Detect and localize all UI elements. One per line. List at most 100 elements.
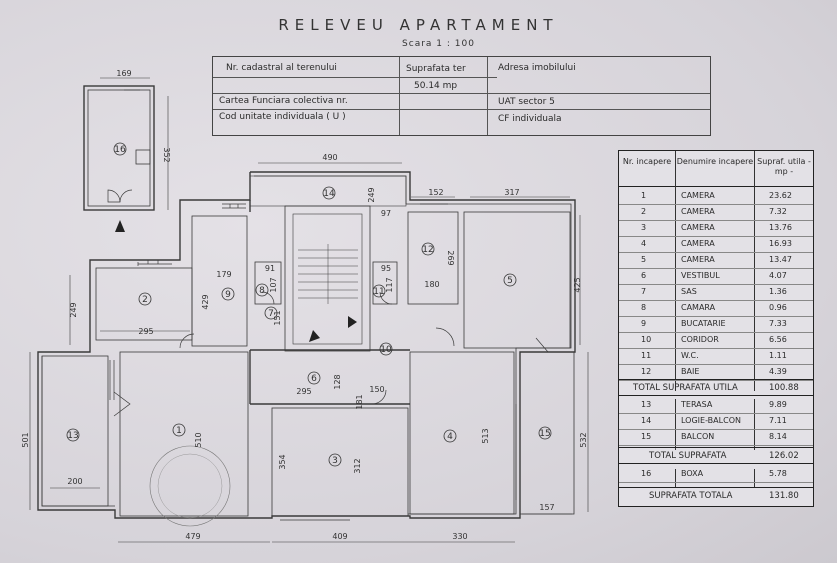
room-9-number: 9	[225, 290, 231, 300]
legend-cell-name: CAMERA	[681, 239, 715, 248]
room-11-number: 11	[373, 287, 384, 297]
room-12-number: 12	[422, 245, 433, 255]
legend-total-row: TOTAL SUPRAFATA 126.02	[619, 447, 813, 464]
dim-text: 269	[446, 250, 455, 265]
room-4-number: 4	[447, 432, 453, 442]
legend-cell-area: 1.36	[769, 287, 787, 296]
dim-text: 107	[269, 277, 278, 292]
unit-code-label: Cod unitate individuala ( U )	[219, 112, 346, 122]
legend-cell-name: BALCON	[681, 432, 715, 441]
room-6-number: 6	[311, 374, 317, 384]
room-16-outline	[83, 85, 155, 211]
legend-cell-area: 7.32	[769, 207, 787, 216]
legend-cell-nr: 6	[641, 271, 647, 280]
legend-cell-area: 13.76	[769, 223, 792, 232]
legend-cell-name: CAMERA	[681, 191, 715, 200]
dim-text: 317	[504, 188, 519, 197]
stair-arrow-icon	[348, 316, 357, 328]
legend-cell-nr: 1	[641, 191, 647, 200]
grand-total-label: SUPRAFATA TOTALA	[649, 491, 733, 501]
dim-text: 95	[381, 264, 391, 273]
dim-text: 91	[265, 264, 275, 273]
legend-cell-name: CAMARA	[681, 303, 716, 312]
legend-header-nr: Nr. incapere	[619, 151, 675, 187]
legend-cell-nr: 8	[641, 303, 647, 312]
total-label: TOTAL SUPRAFATA	[649, 451, 727, 461]
legend-cell-nr: 5	[641, 255, 647, 264]
legend-cell-area: 4.07	[769, 271, 787, 280]
plan-title: RELEVEU APARTAMENT	[278, 16, 559, 34]
legend-cell-name: CAMERA	[681, 255, 715, 264]
legend-cell-name: CAMERA	[681, 207, 715, 216]
legend-cell-nr: 11	[641, 351, 652, 360]
dim-text: 295	[296, 387, 311, 396]
dim-text: 312	[353, 458, 362, 473]
dim-text: 117	[385, 277, 394, 292]
legend-cell-area: 13.47	[769, 255, 792, 264]
dim-text: 181	[355, 394, 364, 409]
legend-cell-nr: 7	[641, 287, 647, 296]
dim-text: 409	[332, 532, 347, 541]
dim-text: 510	[194, 432, 203, 447]
dim-text: 532	[579, 432, 588, 447]
uat-label: UAT sector 5	[498, 97, 555, 107]
room-15-number: 15	[539, 429, 550, 439]
legend-grand-total-row: SUPRAFATA TOTALA 131.80	[619, 487, 813, 504]
dim-text: 354	[278, 454, 287, 469]
dim-text: 157	[539, 503, 554, 512]
legend-cell-area: 8.14	[769, 432, 787, 441]
stair-arrow-icon	[309, 330, 320, 342]
dim-text: 295	[138, 327, 153, 336]
legend-cell-name: LOGIE-BALCON	[681, 416, 741, 425]
land-book-label: Cartea Funciara colectiva nr.	[219, 96, 348, 106]
legend-cell-name: CAMERA	[681, 223, 715, 232]
room-3-number: 3	[332, 456, 338, 466]
plan-scale: Scara 1 : 100	[402, 39, 475, 49]
room-10-number: 10	[380, 345, 392, 355]
legend-cell-area: 5.78	[769, 469, 787, 478]
address-label: Adresa imobilului	[498, 63, 576, 73]
legend-cell-nr: 2	[641, 207, 647, 216]
room-7-number: 7	[268, 309, 274, 319]
dim-text: 179	[216, 270, 231, 279]
legend-row: 8 CAMARA 0.96	[619, 301, 813, 318]
legend-cell-name: BUCATARIE	[681, 319, 726, 328]
legend-row: 2 CAMERA 7.32	[619, 205, 813, 222]
property-info-table: Nr. cadastral al terenului Suprafata ter…	[212, 56, 711, 136]
dim-text: 330	[452, 532, 467, 541]
room-5-number: 5	[507, 276, 513, 286]
dim-text: 169	[116, 69, 131, 78]
room-legend-table: Nr. incapere Denumire incapere Supraf. u…	[618, 150, 814, 507]
legend-row: 5 CAMERA 13.47	[619, 253, 813, 270]
legend-cell-area: 0.96	[769, 303, 787, 312]
dim-text: 429	[201, 294, 210, 309]
dim-text: 490	[322, 153, 337, 162]
dim-text: 151	[273, 310, 282, 325]
total-util-label: TOTAL SUPRAFATA UTILA	[633, 383, 738, 393]
room-16-number: 16	[114, 145, 126, 155]
legend-cell-nr: 4	[641, 239, 647, 248]
room-1-number: 1	[176, 426, 182, 436]
dim-text: 180	[424, 280, 439, 289]
grand-total-value: 131.80	[769, 491, 799, 501]
legend-cell-nr: 12	[641, 367, 652, 376]
total-value: 126.02	[769, 451, 799, 461]
total-util-value: 100.88	[769, 383, 799, 393]
legend-cell-name: TERASA	[681, 400, 713, 409]
legend-cell-name: BAIE	[681, 367, 700, 376]
dim-text: 513	[481, 428, 490, 443]
dim-text: 128	[333, 374, 342, 389]
surface-value: 50.14 mp	[414, 81, 458, 91]
entrance-arrow-icon	[115, 220, 125, 232]
dim-text: 97	[381, 209, 391, 218]
